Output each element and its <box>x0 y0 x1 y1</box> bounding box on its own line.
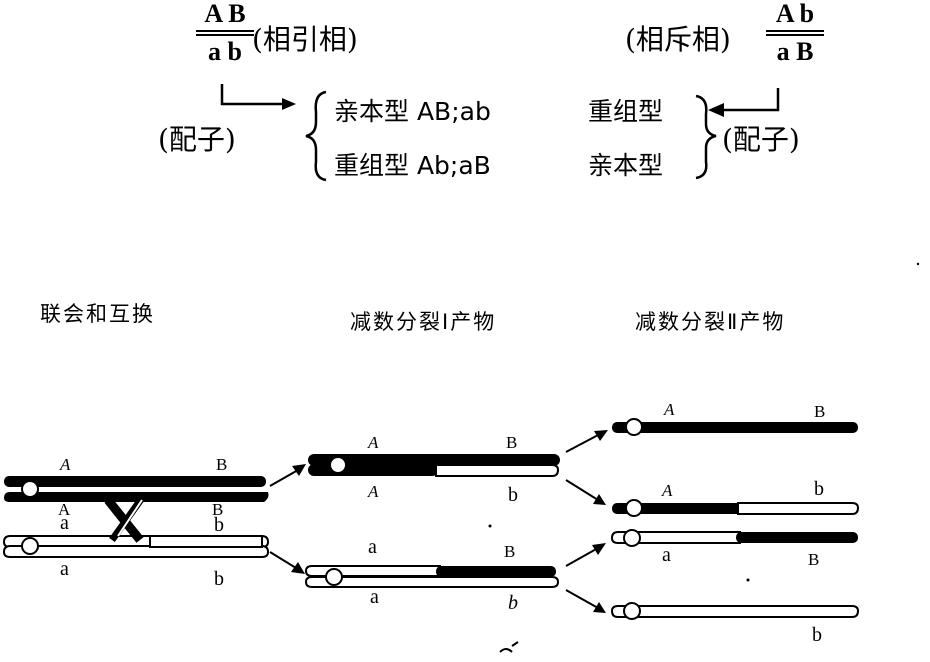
m1-bottom-product <box>304 565 560 588</box>
left-curly-brace <box>305 90 327 182</box>
speck <box>916 262 920 266</box>
centromere <box>623 602 641 620</box>
gamete-label-right: (配子) <box>722 123 800 156</box>
coupling-phase-label: (相引相) <box>252 23 358 56</box>
m2-chromatid-ab <box>610 605 860 618</box>
heading-meiosis-2: 减数分裂Ⅱ产物 <box>635 310 786 334</box>
right-fraction-denominator: a B <box>776 37 814 66</box>
allele-label: A <box>662 481 673 500</box>
m2-chromatid-aB-dark <box>736 532 858 543</box>
row1-right-text: 重组型 <box>588 97 664 126</box>
allele-label: B <box>212 500 224 519</box>
m2-product-ab <box>610 602 860 620</box>
left-fraction-numerator: A B <box>204 0 246 28</box>
m2-product-aB <box>610 529 858 547</box>
crossover-strand-light <box>117 499 143 537</box>
centromere <box>21 480 39 498</box>
right-bracket-arrow <box>720 88 780 112</box>
allele-label: a <box>662 544 671 566</box>
m2-chromatid-AB <box>612 422 858 433</box>
left-fraction-denominator: a b <box>208 37 242 66</box>
chromatid-1 <box>4 476 266 487</box>
synapsis-chromosomes <box>2 476 270 558</box>
arrow-head <box>291 562 305 574</box>
arrow-to-m2-4 <box>565 589 599 609</box>
arrow-to-m2-1 <box>565 433 601 453</box>
arrow-head <box>292 464 306 476</box>
left-bracket-arrow <box>220 84 285 106</box>
m1-bottom-chromatid-upper-dark <box>436 566 556 577</box>
allele-label: B <box>506 433 518 452</box>
heading-synapsis: 联会和互换 <box>40 302 155 326</box>
centromere <box>623 529 641 547</box>
allele-label: a <box>368 536 377 558</box>
chromatid-2 <box>4 492 269 502</box>
m1-top-chromatid-upper <box>308 454 560 466</box>
speck <box>488 524 492 528</box>
allele-label: b <box>508 592 518 614</box>
allele-label: A <box>664 400 675 419</box>
allele-label: A <box>368 482 379 501</box>
left-genotype-fraction: A B a b <box>196 0 254 66</box>
m2-chromatid-Ab-dark <box>612 503 742 514</box>
arrow-to-m2-2 <box>565 479 599 501</box>
m2-chromatid-Ab-light <box>737 502 860 515</box>
m1-top-chromatid-lower-dark <box>308 464 438 476</box>
allele-label: a <box>60 512 69 534</box>
allele-label: A <box>60 455 71 474</box>
allele-label: A <box>58 500 71 519</box>
arrow-head <box>593 602 606 613</box>
repulsion-phase-label: (相斥相) <box>625 23 731 56</box>
arrow-to-m1-bottom <box>269 551 297 569</box>
heading-meiosis-1: 减数分裂Ⅰ产物 <box>350 310 497 334</box>
speck <box>746 578 750 582</box>
allele-label: B <box>216 455 228 474</box>
m2-product-AB <box>612 418 858 436</box>
fraction-bar <box>196 30 254 36</box>
centromere <box>329 456 347 474</box>
allele-label: a <box>370 586 379 608</box>
arrow-head <box>593 494 606 505</box>
fraction-bar <box>766 30 824 36</box>
right-arrow-head <box>708 103 724 117</box>
row2-left-text: 重组型 Ab;aB <box>334 151 491 180</box>
allele-label: b <box>214 514 224 536</box>
row1-left-text: 亲本型 AB;ab <box>334 97 491 126</box>
arrow-to-m2-3 <box>565 547 599 567</box>
right-curly-brace <box>695 94 717 180</box>
allele-label: b <box>814 478 824 500</box>
allele-label: A <box>368 433 379 452</box>
arrow-head <box>592 543 606 555</box>
arrow-head <box>594 430 608 441</box>
row2-right-text: 亲本型 <box>588 151 664 180</box>
speck-mark <box>499 641 519 653</box>
centromere <box>625 418 643 436</box>
allele-label: B <box>814 402 826 421</box>
gamete-label-left: (配子) <box>158 123 236 156</box>
chromatid-3-right <box>149 535 263 548</box>
allele-label: B <box>504 542 516 561</box>
right-genotype-fraction: A b a B <box>766 0 824 66</box>
centromere <box>325 568 343 586</box>
m1-top-product <box>308 454 560 477</box>
centromere <box>21 537 39 555</box>
centromere <box>625 499 643 517</box>
allele-label: b <box>812 624 822 646</box>
allele-label: b <box>214 568 224 590</box>
allele-label: B <box>808 550 820 569</box>
m1-top-chromatid-lower-light <box>435 464 560 477</box>
arrow-to-m1-top <box>269 469 299 487</box>
left-arrow-head <box>282 98 296 110</box>
right-fraction-numerator: A b <box>775 0 815 28</box>
m2-chromatid-aB-light <box>610 531 741 544</box>
m1-bottom-chromatid-lower <box>304 576 560 588</box>
chromatid-4 <box>2 545 270 558</box>
allele-label: b <box>508 484 518 506</box>
m2-product-Ab <box>612 499 860 517</box>
crossover-strand-dark-2 <box>109 495 145 543</box>
allele-label: a <box>60 558 69 580</box>
